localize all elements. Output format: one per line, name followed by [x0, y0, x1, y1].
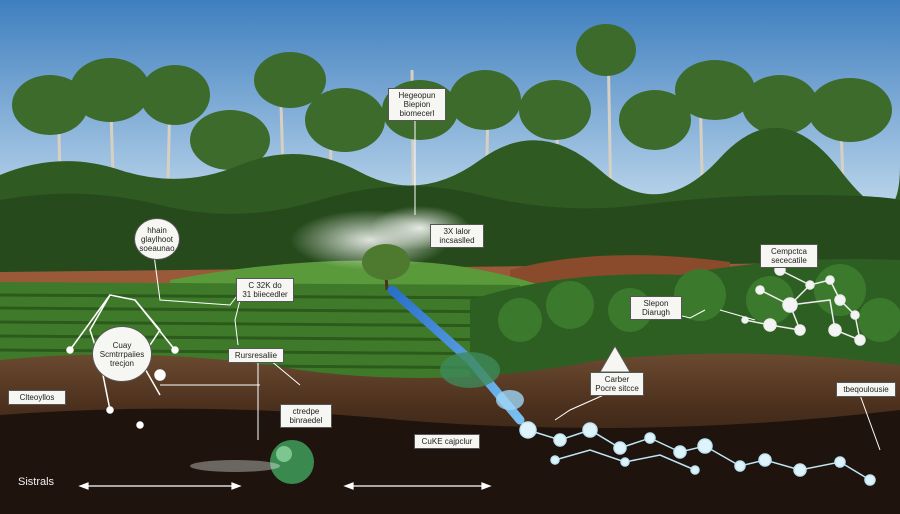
- corner-title: Sistrals: [18, 476, 55, 488]
- connector-lines: [153, 110, 881, 451]
- cuke-box-label: CuKE cajpclur: [414, 434, 480, 449]
- big-bubble-label: Cuay Scmtrrpaiies trecjon: [92, 326, 152, 382]
- tree-canopies: [12, 24, 892, 170]
- left-bubble-label: hhain glaylhoot soeaunao: [134, 218, 180, 260]
- mid-box-label: 3X lalor incsaslled: [430, 224, 484, 248]
- rurses-box-label: Rursresaliie: [228, 348, 284, 363]
- right-soil-label: tbeqoulousie: [836, 382, 896, 397]
- deep-soil: [0, 408, 900, 514]
- ctredpe-box-label: ctredpe binraedel: [280, 404, 332, 428]
- green-sphere: [270, 440, 314, 484]
- small-box-label: C 32K do 31 biiecedler: [236, 278, 294, 302]
- bottom-arrows: [78, 482, 492, 490]
- lone-tree: [362, 244, 410, 280]
- left-soil-label: Clteoyllos: [8, 390, 66, 405]
- top-sign-label: Hegeopun Biepion biomecerl: [388, 88, 446, 121]
- molecule-chain: [519, 421, 876, 486]
- right-top-label: Cempctca sececatile: [760, 244, 818, 268]
- right-mid-label: Slepon Diarugh: [630, 296, 682, 320]
- carbon-box-label: Carber Pocre sitcce: [590, 372, 644, 396]
- molecule-network-right: [741, 264, 866, 346]
